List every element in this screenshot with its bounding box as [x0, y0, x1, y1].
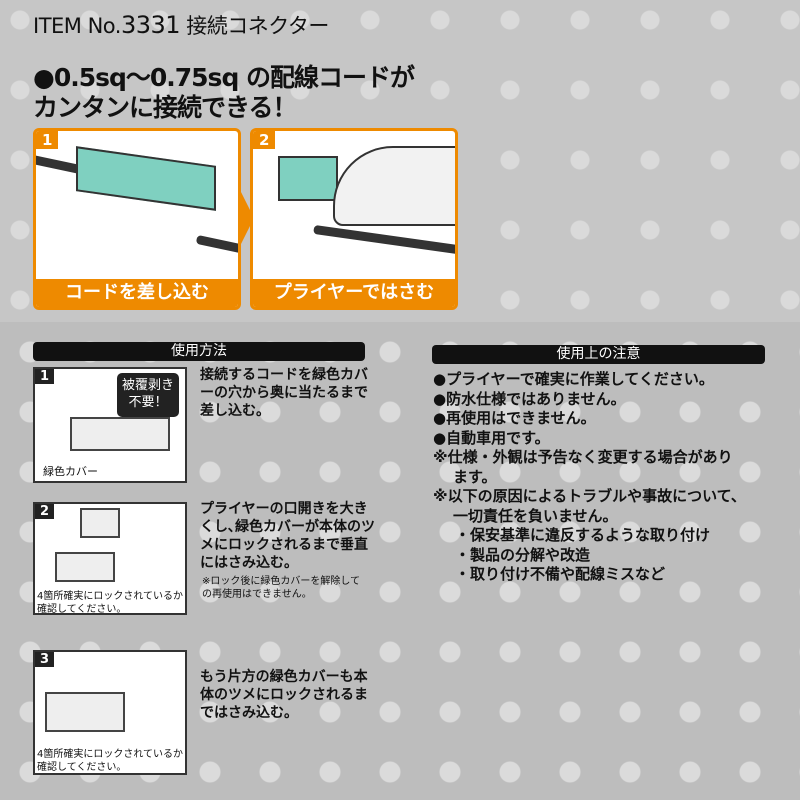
panel-caption: コードを差し込む: [36, 279, 238, 307]
connector-illustration: [278, 156, 338, 201]
caution-item: ●プライヤーで確実に作業してください。: [433, 370, 714, 388]
caution-item: ます。: [453, 467, 497, 486]
pliers-illustration: [333, 146, 455, 226]
usage-title: 使用方法: [33, 342, 365, 361]
step-2-note: ※ロック後に緑色カバーを解除しての再使用はできません。: [202, 576, 361, 600]
caution-item: ※以下の原因によるトラブルや事故について、: [433, 487, 746, 505]
caution-item: ・取り付け不備や配線ミスなど: [455, 565, 666, 583]
caution-item: ●再使用はできません。: [433, 409, 596, 427]
connector-illustration: [55, 552, 115, 582]
wire: [313, 224, 455, 257]
label-green-cover: 緑色カバー: [43, 465, 98, 478]
usage-step-2: 2 4箇所確実にロックされているか確認してください。: [33, 502, 187, 615]
caution-item: ●防水仕様ではありません。: [433, 389, 626, 408]
connector-illustration: [76, 146, 216, 211]
connector-illustration: [70, 417, 170, 451]
usage-step-3: 3 4箇所確実にロックされているか確認してください。: [33, 650, 187, 775]
step-1-text: 接続するコードを緑色カバーの穴から奥に当たるまで差し込む。: [200, 367, 368, 419]
step-3-text: もう片方の緑色カバーも本体のツメにロックされるまではさみ込む。: [200, 669, 368, 721]
step-number: 3: [35, 652, 55, 667]
cautions-list: ●プライヤーで確実に作業してください。 ●防水仕様ではありません。 ●再使用はで…: [433, 370, 778, 585]
panel-step-2: 2 プライヤーではさむ: [250, 128, 458, 310]
caution-item: 一切責任を負いません。: [453, 506, 618, 525]
caution-item: ・保安基準に違反するような取り付け: [455, 526, 711, 544]
panel-number: 2: [253, 131, 276, 149]
panel-number: 1: [36, 131, 59, 149]
lead-line-1: ●0.5sq～0.75sq の配線コードが: [33, 63, 415, 92]
lead-line-2: カンタンに接続できる！: [33, 93, 298, 122]
step-number: 2: [35, 504, 55, 519]
usage-step-1: 1 被覆剥き不要！ 緑色カバー: [33, 367, 187, 483]
callout-no-stripping: 被覆剥き不要！: [117, 373, 179, 417]
panel-caption: プライヤーではさむ: [253, 279, 455, 307]
step-number: 1: [35, 369, 55, 384]
step-3-caption: 4箇所確実にロックされているか確認してください。: [37, 749, 184, 773]
caution-item: ※仕様・外観は予告なく変更する場合があり: [433, 448, 733, 466]
connector-illustration: [45, 692, 125, 732]
wire: [195, 234, 238, 257]
caution-item: ・製品の分解や改造: [455, 545, 591, 564]
cautions-title: 使用上の注意: [432, 345, 765, 364]
connector-illustration: [80, 508, 120, 538]
panel-step-1: 1 コードを差し込む: [33, 128, 241, 310]
caution-item: ●自動車用です。: [433, 428, 550, 447]
step-2-caption: 4箇所確実にロックされているか確認してください。: [37, 591, 184, 615]
step-2-text: プライヤーの口開きを大きくし､緑色カバーが本体のツメにロックされるまで垂直にはさ…: [200, 501, 375, 571]
item-title: ITEM No.3331 接続コネクター: [33, 11, 329, 39]
